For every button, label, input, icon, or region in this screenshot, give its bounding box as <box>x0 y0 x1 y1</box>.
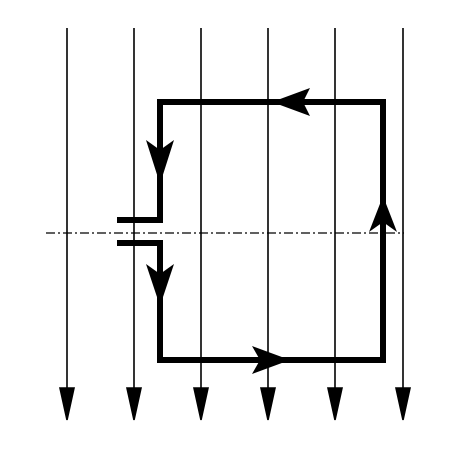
field-line-arrowhead <box>395 387 411 421</box>
field-line-3 <box>193 28 209 421</box>
field-line-1 <box>59 28 75 421</box>
field-line-arrowhead <box>126 387 142 421</box>
field-line-arrowhead <box>260 387 276 421</box>
field-line-4 <box>260 28 276 421</box>
field-line-6 <box>395 28 411 421</box>
field-lines <box>59 28 411 421</box>
field-line-arrowhead <box>193 387 209 421</box>
field-line-arrowhead <box>327 387 343 421</box>
field-line-5 <box>327 28 343 421</box>
field-line-arrowhead <box>59 387 75 421</box>
field-line-2 <box>126 28 142 421</box>
current-loop <box>117 99 386 363</box>
current-arrows <box>146 88 397 374</box>
loop-upper-path <box>117 99 386 233</box>
arrow-top-left <box>272 88 310 116</box>
arrow-left-upper-down <box>146 140 174 184</box>
arrow-bottom-right <box>252 346 290 374</box>
arrow-left-lower-down <box>146 264 174 306</box>
loop-lower-path <box>117 227 386 363</box>
arrow-right-up <box>369 196 397 232</box>
